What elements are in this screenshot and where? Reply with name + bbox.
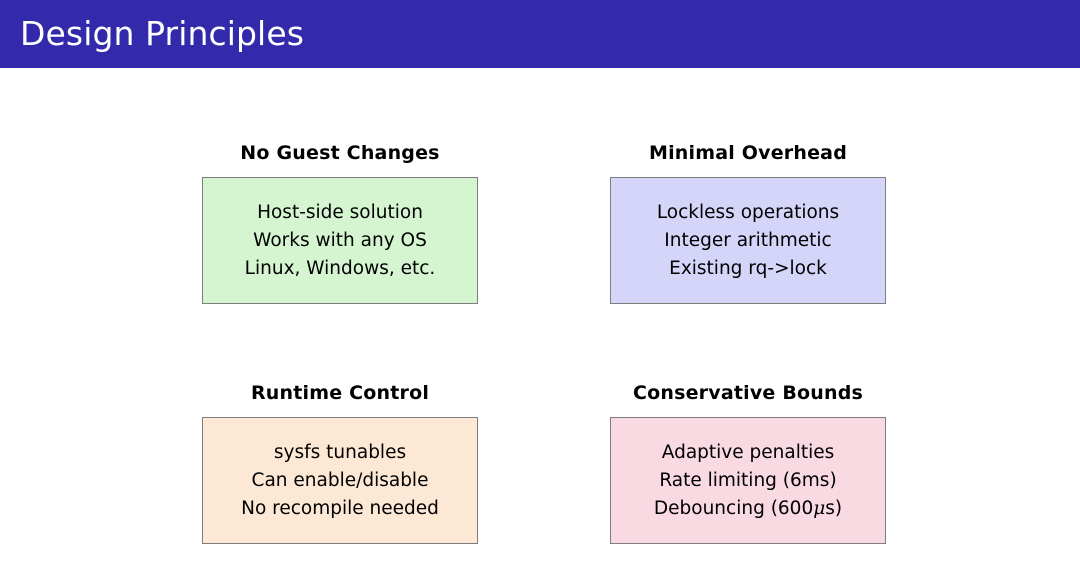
principle-heading: Minimal Overhead [648, 142, 848, 164]
principle-line: Adaptive penalties [661, 441, 835, 463]
principle-heading: Runtime Control [250, 382, 430, 404]
slide-title-bar: Design Principles [0, 0, 1080, 68]
principle-line: No recompile needed [241, 497, 439, 519]
principle-box: Lockless operations Integer arithmetic E… [610, 177, 886, 304]
principle-line: Host-side solution [257, 201, 423, 223]
principle-line: Existing rq->lock [669, 257, 827, 279]
principle-heading: No Guest Changes [240, 142, 440, 164]
principle-cell-no-guest-changes: No Guest Changes Host-side solution Work… [202, 141, 478, 304]
principle-line: Works with any OS [253, 229, 427, 251]
principle-box: sysfs tunables Can enable/disable No rec… [202, 417, 478, 544]
principle-box: Adaptive penalties Rate limiting (6ms) D… [610, 417, 886, 544]
principle-line: Can enable/disable [251, 469, 429, 491]
principle-cell-minimal-overhead: Minimal Overhead Lockless operations Int… [610, 141, 886, 304]
principle-cell-runtime-control: Runtime Control sysfs tunables Can enabl… [202, 381, 478, 544]
principle-line: Integer arithmetic [664, 229, 832, 251]
principle-box: Host-side solution Works with any OS Lin… [202, 177, 478, 304]
principle-line: sysfs tunables [273, 441, 407, 463]
slide-content-area: No Guest Changes Host-side solution Work… [0, 68, 1080, 574]
principle-line: Linux, Windows, etc. [244, 257, 436, 279]
principle-line: Rate limiting (6ms) [659, 469, 837, 491]
principle-line: Lockless operations [656, 201, 840, 223]
principle-line: Debouncing (600μs) [653, 497, 843, 519]
slide-title: Design Principles [20, 14, 305, 53]
principle-heading: Conservative Bounds [632, 382, 864, 404]
principle-cell-conservative-bounds: Conservative Bounds Adaptive penalties R… [610, 381, 886, 544]
